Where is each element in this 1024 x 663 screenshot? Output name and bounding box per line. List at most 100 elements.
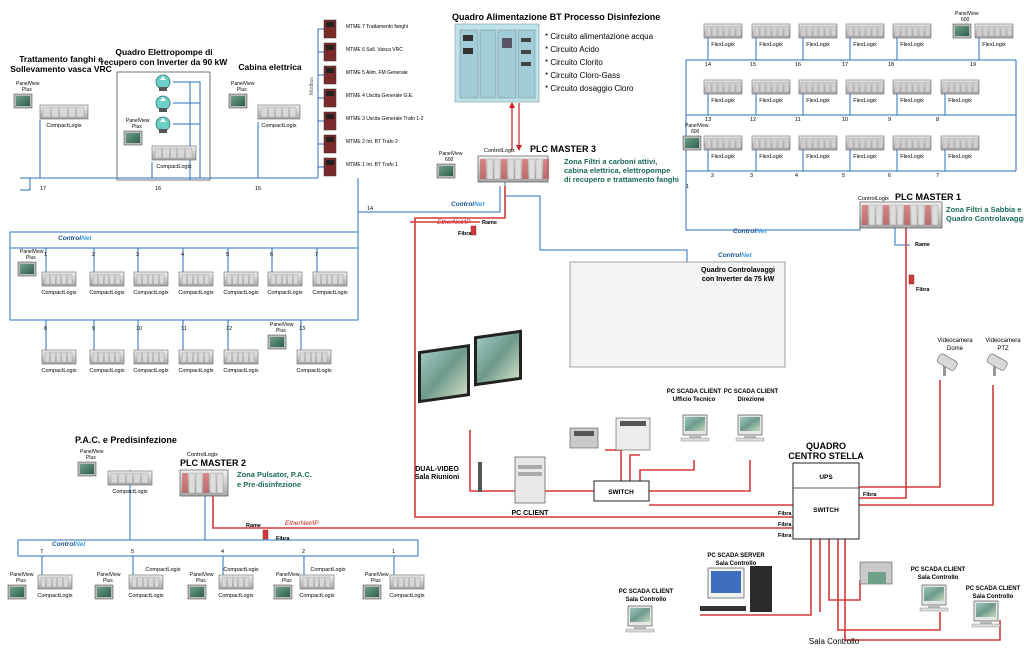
flexlogix-label: FlexLogix [982, 42, 1006, 48]
flexlogix-label: FlexLogix [948, 98, 972, 104]
keyboard [971, 623, 1001, 628]
flex-module [800, 137, 807, 149]
compactlogix-label: CompactLogix [112, 489, 147, 495]
plc-module [162, 147, 170, 159]
fibra-label-3: Fibra [276, 536, 290, 542]
flexlogix-label: FlexLogix [806, 42, 830, 48]
panelview-screen [190, 587, 204, 597]
flex-module [918, 81, 925, 93]
fibra-label: Fibra [863, 492, 877, 498]
plc-module [299, 351, 305, 363]
flexlogix-plc: FlexLogix [845, 79, 885, 104]
node-number: 4 [181, 252, 184, 258]
plc-module [305, 351, 311, 363]
controllogix-module [209, 472, 217, 494]
quadro-centro-stella [792, 462, 860, 540]
plc-module [136, 273, 142, 285]
plc-module [104, 351, 109, 363]
compactlogix-plc: CompactLogix [178, 349, 214, 374]
panelview-label: PanelView [439, 151, 463, 157]
compactlogix-label: CompactLogix [267, 290, 302, 296]
flex-module [771, 25, 778, 37]
flex-module [877, 137, 884, 149]
flexlogix-plc: FlexLogix [798, 23, 838, 48]
flex-module [948, 137, 955, 149]
plc-module [63, 576, 69, 588]
plc-module [110, 472, 118, 484]
node-number: 15 [750, 62, 756, 68]
controllogix-module [486, 158, 494, 180]
monitor-screen [685, 417, 705, 431]
plc-module [92, 351, 98, 363]
plc-module [409, 576, 415, 588]
node-number: 8 [936, 117, 939, 123]
tower-bay [518, 465, 542, 469]
controlnet-control-text: Control [733, 228, 756, 235]
node-number: 15 [255, 186, 261, 192]
node-number: 12 [750, 117, 756, 123]
client-ut-label-2: Ufficio Tecnico [673, 397, 716, 403]
plc-module [59, 106, 68, 118]
controlavaggi-label-1: Quadro Controlavaggi [701, 267, 775, 274]
plc-module [287, 273, 293, 285]
flex-module [824, 137, 831, 149]
flex-module [918, 25, 925, 37]
flex-module [711, 25, 718, 37]
plc-module [243, 351, 249, 363]
panelview-screen [685, 138, 699, 148]
ethernet-cable [859, 385, 994, 506]
flex-module [824, 81, 831, 93]
bt-cabinet-image [454, 23, 540, 103]
plc-module [181, 351, 187, 363]
plc-module [115, 351, 121, 363]
flex-module [972, 137, 979, 149]
plc-module [46, 576, 52, 588]
compactlogix-label: CompactLogix [218, 593, 253, 599]
panelview-screen [126, 133, 140, 143]
controllogix-module [875, 204, 883, 226]
plc-module [98, 273, 104, 285]
pc-client-label: PC CLIENT [512, 510, 550, 517]
flexlogix-label: FlexLogix [711, 98, 735, 104]
plc-module [42, 106, 51, 118]
plc-module [44, 273, 50, 285]
compactlogix-label: CompactLogix [296, 368, 331, 374]
controlavaggi-label-2: con Inverter da 75 kW [702, 276, 775, 283]
plc-module [243, 273, 249, 285]
mtme-label: MTME 6 Soll. Vasca VRC [346, 47, 403, 53]
controllogix-module [924, 204, 932, 226]
flex-module [966, 81, 973, 93]
panelview-model-label: Plus [103, 578, 113, 584]
flex-module [818, 25, 825, 37]
plc-module [398, 576, 404, 588]
plc-module [249, 351, 255, 363]
switch-label: SWITCH [608, 489, 634, 496]
client-dir-label-1: PC SCADA CLIENT [724, 389, 779, 395]
plc-module [181, 273, 187, 285]
flex-module [918, 137, 925, 149]
flex-module [759, 137, 766, 149]
plc-module [282, 106, 289, 118]
mtme-display [326, 68, 334, 73]
node-number: 3 [750, 173, 753, 179]
flex-module [723, 137, 730, 149]
controllogix-module [528, 158, 536, 180]
node-number: 14 [367, 206, 373, 212]
mtme-display [326, 45, 334, 50]
camera-body [936, 353, 958, 371]
pump-arrow [160, 76, 166, 80]
controllogix-module [889, 204, 897, 226]
panelview-model-label: Plus [16, 578, 26, 584]
monitor-stand [689, 435, 701, 438]
monitor-screen [630, 608, 650, 622]
pc-workstation [919, 584, 949, 612]
panelview-screen [231, 96, 245, 106]
flexlogix-plc: FlexLogix [892, 23, 932, 48]
pump-base [159, 87, 167, 91]
controllogix-module [917, 204, 925, 226]
ethernet-cable [859, 226, 907, 499]
panelview-label: PanelView [190, 572, 214, 578]
